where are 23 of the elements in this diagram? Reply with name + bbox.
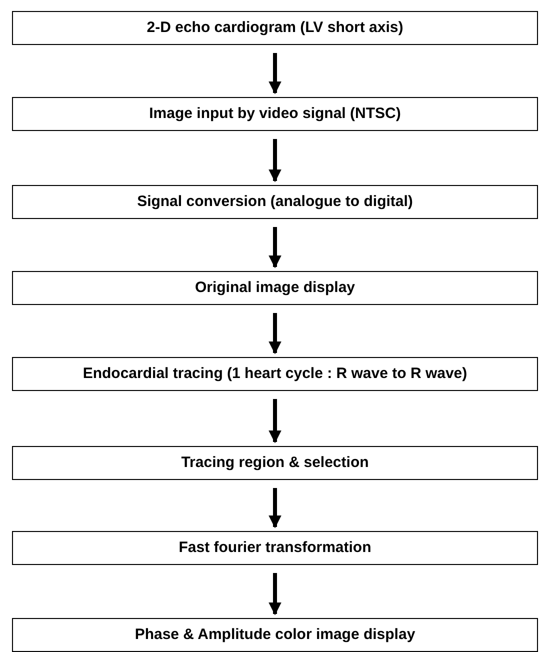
arrow <box>268 139 282 182</box>
arrow <box>268 227 282 268</box>
box-label: Signal conversion (analogue to digital) <box>137 192 413 212</box>
process-box <box>12 531 538 565</box>
process-box <box>12 11 538 45</box>
process-box <box>12 446 538 480</box>
box-label: Image input by video signal (NTSC) <box>149 104 401 124</box>
box-label: Tracing region & selection <box>181 452 369 473</box>
process-box <box>12 357 538 391</box>
arrow <box>268 53 282 94</box>
box-label: Fast fourier transformation <box>178 538 372 558</box>
process-box <box>12 618 538 652</box>
box-label: Phase & Amplitude color image display <box>134 624 416 645</box>
arrow <box>268 573 282 616</box>
process-box <box>12 97 538 131</box>
box-label: Original image display <box>194 278 356 298</box>
box-label: 2-D echo cardiogram (LV short axis) <box>146 18 404 38</box>
process-box <box>12 185 538 219</box>
arrow <box>268 313 282 354</box>
process-box <box>12 271 538 305</box>
box-label: Endocardial tracing (1 heart cycle : R wave to R wave) <box>82 364 468 384</box>
arrow <box>268 488 282 528</box>
arrow <box>268 399 282 444</box>
